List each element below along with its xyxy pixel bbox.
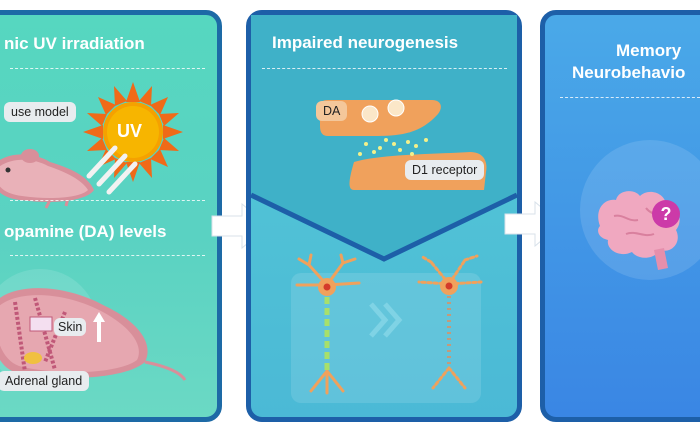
svg-text:?: ? (661, 204, 672, 224)
skin-label: Skin (54, 318, 87, 336)
up-arrow-icon (93, 312, 105, 342)
healthy-neuron-illustration (295, 253, 361, 395)
damaged-neuron-illustration (417, 254, 483, 390)
double-chevron-icon (369, 302, 403, 338)
dopamine-label: DA (316, 101, 348, 121)
panel1-divider (10, 68, 205, 69)
panel2-chevron-background (249, 15, 519, 403)
panel1-title: nic UV irradiation (4, 34, 145, 53)
adrenal-gland-label: Adrenal gland (0, 371, 90, 391)
panel2-title: Impaired neurogenesis (272, 33, 459, 52)
panel1-subtitle: opamine (DA) levels (4, 222, 167, 241)
panel3-title-line2: Neurobehavio (572, 63, 686, 82)
d1-receptor-label: D1 receptor (405, 160, 485, 180)
brain-question-illustration: ? (580, 140, 700, 280)
panel1-divider-2 (10, 200, 205, 201)
panel3-divider (560, 97, 700, 98)
panel1-divider-3 (10, 255, 205, 256)
uv-label: UV (117, 121, 143, 141)
uv-rays (86, 145, 138, 195)
mouse-model-label: use model (4, 102, 76, 122)
panel3-title-line1: Memory (616, 41, 682, 60)
panel2-divider (262, 68, 507, 69)
mouse-icon (0, 149, 94, 209)
